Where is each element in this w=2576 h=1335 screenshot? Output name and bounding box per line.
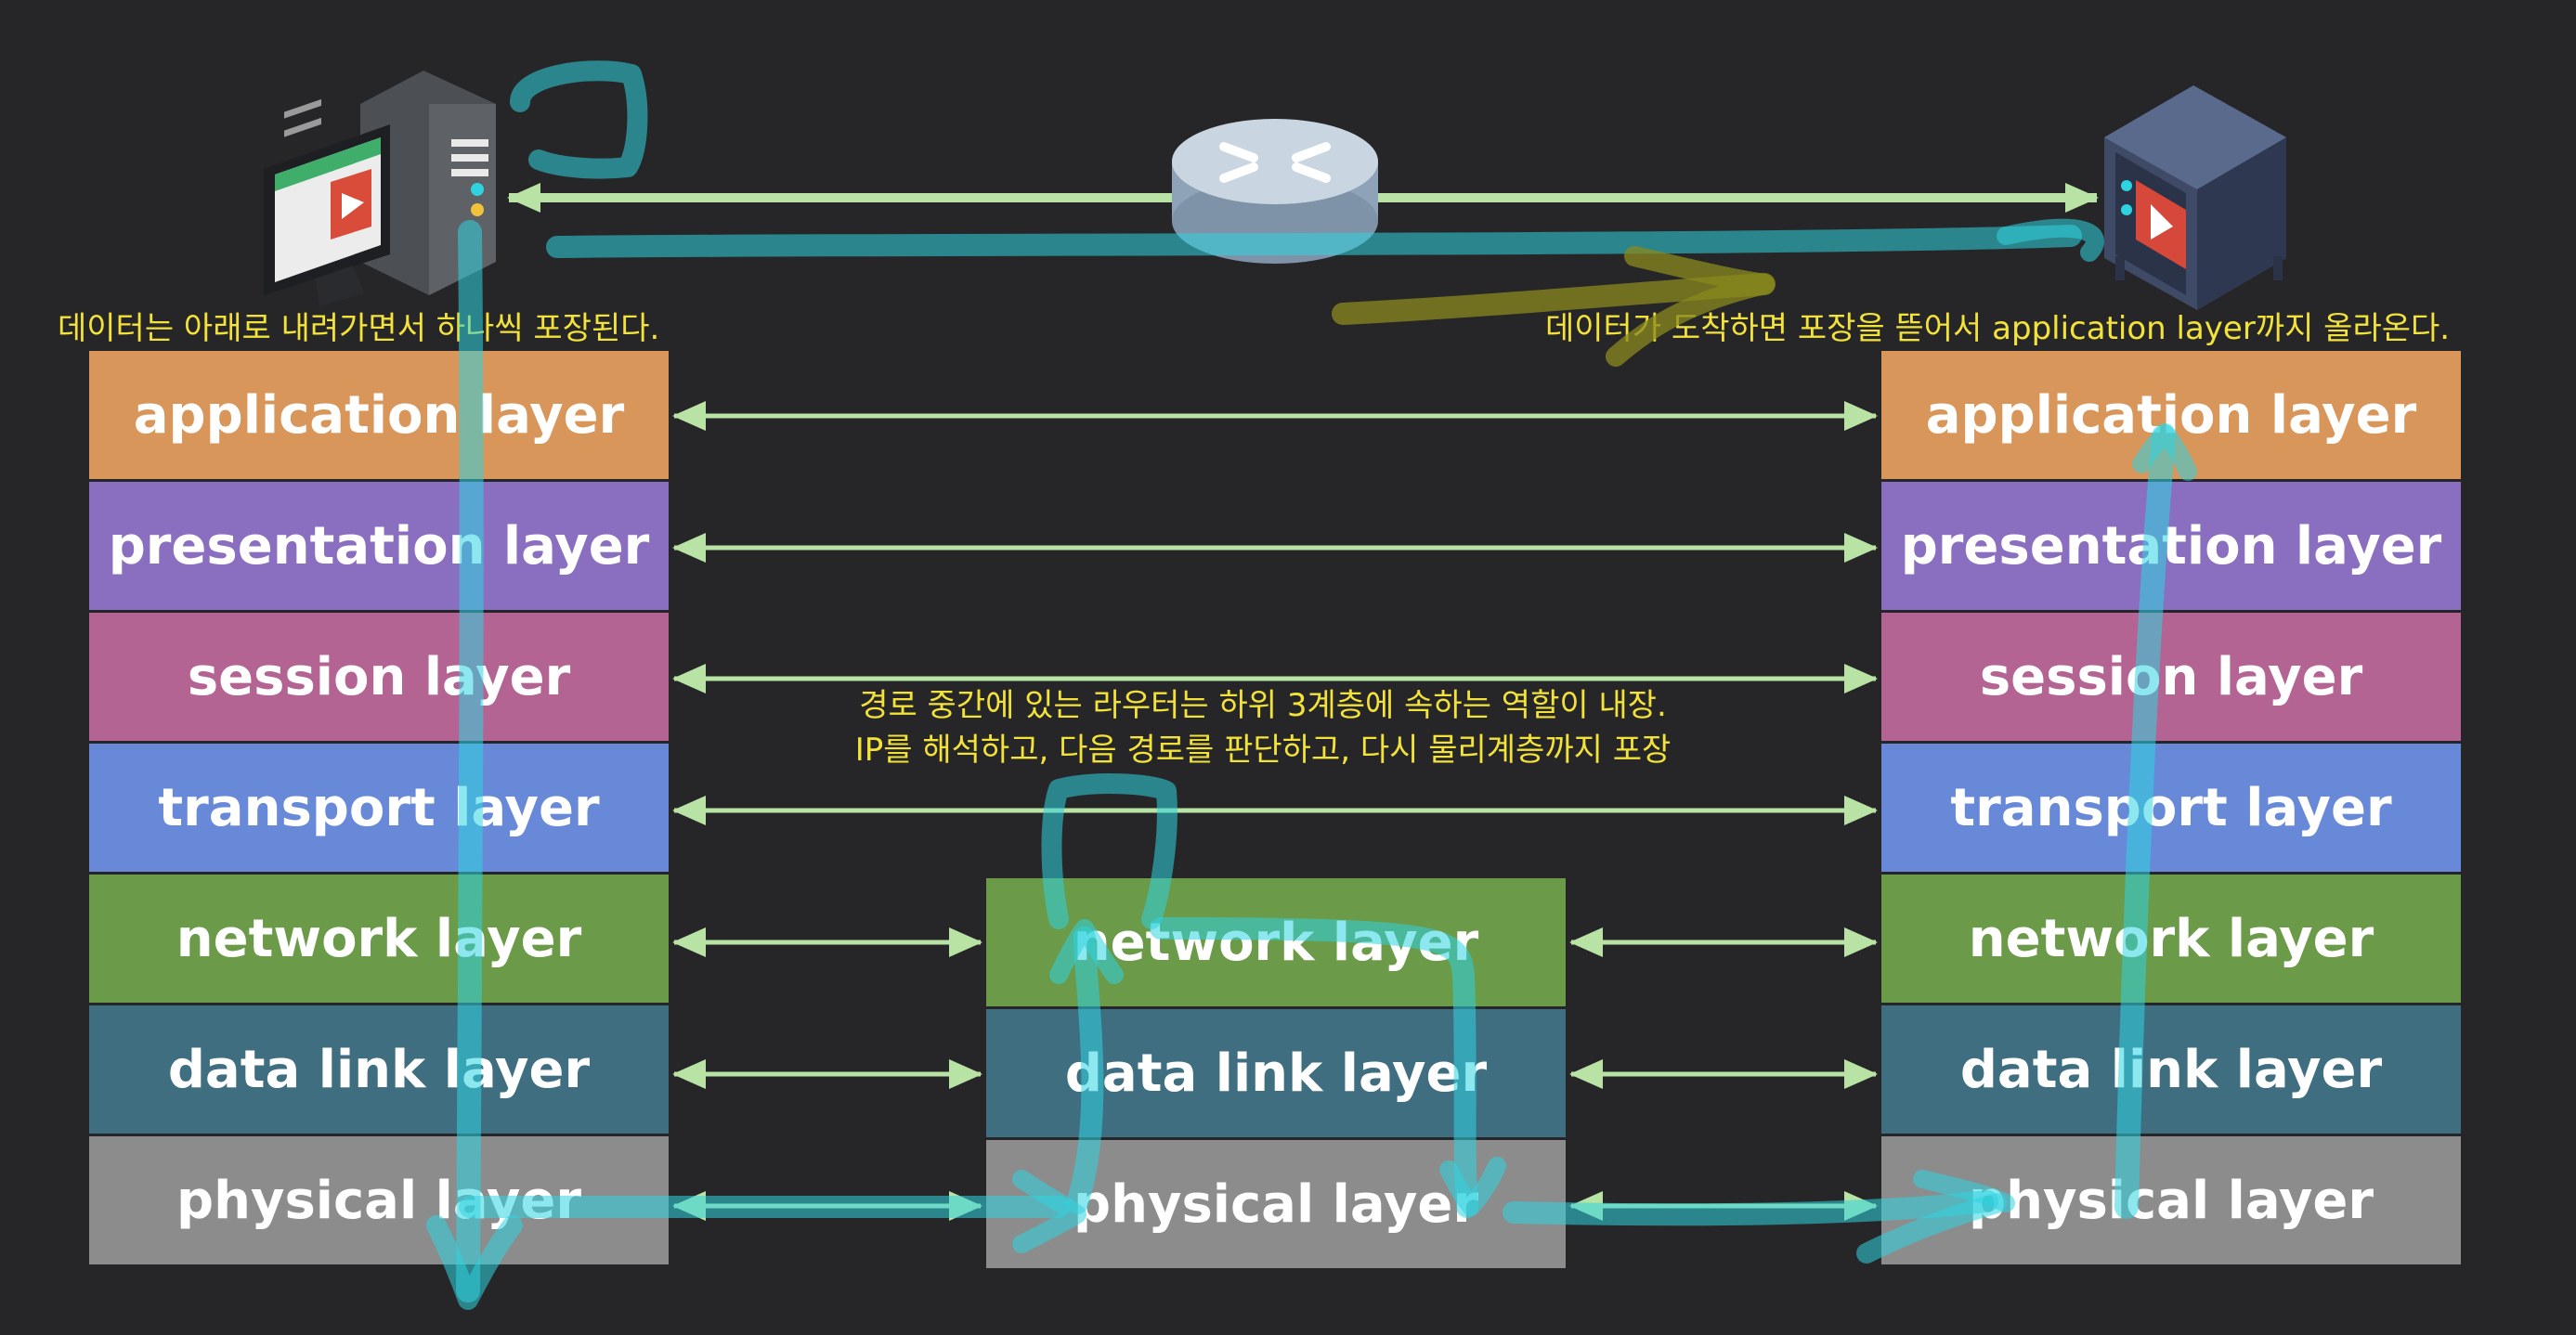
left-session-layer: session layer	[89, 613, 669, 741]
right-network-layer: network layer	[1881, 875, 2461, 1003]
left-application-layer: application layer	[89, 351, 669, 479]
left-presentation-layer: presentation layer	[89, 482, 669, 610]
highlight-router-down	[1150, 917, 1478, 1218]
router-annotation-line2: IP를 해석하고, 다음 경로를 판단하고, 다시 물리계층까지 포장	[854, 732, 1672, 769]
highlight-loop-top-left	[510, 60, 648, 179]
right-osi-stack: application layer presentation layer ses…	[1881, 351, 2461, 1267]
highlight-up-right	[2114, 424, 2176, 1219]
highlight-bottom-left	[459, 1196, 1070, 1220]
highlighter-strokes	[426, 60, 2197, 1310]
right-session-layer: session layer	[1881, 613, 2461, 741]
right-transport-layer: transport layer	[1881, 744, 2461, 872]
right-datalink-layer: data link layer	[1881, 1005, 2461, 1134]
left-network-layer: network layer	[89, 875, 669, 1003]
left-physical-layer: physical layer	[89, 1136, 669, 1264]
highlight-down-left	[456, 220, 484, 1303]
left-transport-layer: transport layer	[89, 744, 669, 872]
highlight-router-up	[1066, 927, 1104, 1214]
olive-highlight-arrow	[1332, 246, 1776, 367]
left-datalink-layer: data link layer	[89, 1005, 669, 1134]
highlight-top-line	[546, 225, 2082, 258]
highlight-router-loop	[1041, 773, 1177, 929]
right-presentation-layer: presentation layer	[1881, 482, 2461, 610]
highlight-bottom-right	[1503, 1190, 1998, 1226]
left-annotation: 데이터는 아래로 내려가면서 하나씩 포장된다.	[58, 310, 660, 347]
left-osi-stack: application layer presentation layer ses…	[89, 351, 669, 1267]
peer-arrows	[672, 401, 1878, 1221]
server-icon	[2104, 85, 2286, 310]
